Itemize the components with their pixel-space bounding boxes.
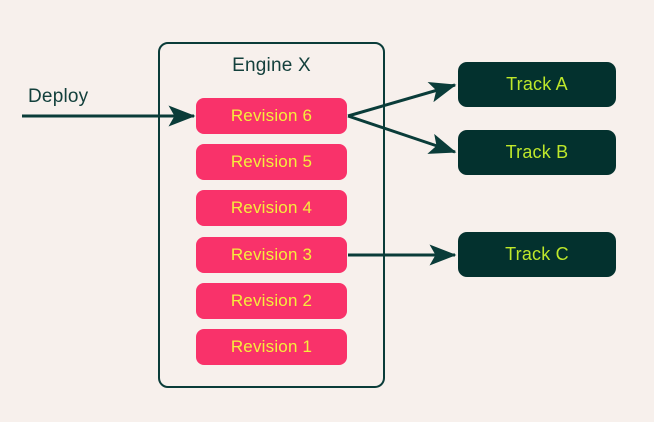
track-label: Track A bbox=[506, 74, 568, 94]
revision-label: Revision 6 bbox=[230, 106, 313, 125]
revision-label: Revision 5 bbox=[230, 152, 313, 171]
engine-container bbox=[158, 42, 385, 388]
track-box-b[interactable]: Track B bbox=[458, 130, 616, 175]
track-box-c[interactable]: Track C bbox=[458, 232, 616, 277]
revision-box-5[interactable]: Revision 5 bbox=[196, 144, 347, 180]
revision-box-1[interactable]: Revision 1 bbox=[196, 329, 347, 365]
track-label: Track B bbox=[505, 142, 569, 162]
revision-box-4[interactable]: Revision 4 bbox=[196, 190, 347, 226]
deploy-label: Deploy bbox=[28, 86, 89, 107]
revision-label: Revision 4 bbox=[230, 198, 313, 217]
edge-revision-6-to-track-b bbox=[347, 114, 457, 154]
track-box-a[interactable]: Track A bbox=[458, 62, 616, 107]
track-label: Track C bbox=[505, 244, 569, 264]
revision-label: Revision 3 bbox=[230, 245, 313, 264]
revision-box-3[interactable]: Revision 3 bbox=[196, 237, 347, 273]
revision-box-2[interactable]: Revision 2 bbox=[196, 283, 347, 319]
edge-revision-6-to-track-a bbox=[347, 82, 457, 118]
revision-label: Revision 2 bbox=[230, 291, 313, 310]
revision-box-6[interactable]: Revision 6 bbox=[196, 98, 347, 134]
engine-title: Engine X bbox=[232, 55, 311, 76]
revision-label: Revision 1 bbox=[230, 337, 313, 356]
